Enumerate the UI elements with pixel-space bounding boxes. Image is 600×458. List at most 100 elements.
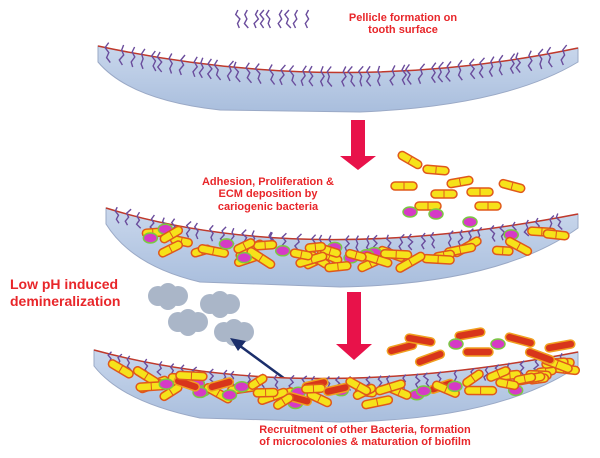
rod-bacterium: [397, 150, 423, 170]
pellicle-fiber: [398, 233, 405, 251]
pellicle-fiber: [277, 9, 283, 29]
pellicle-fiber: [365, 65, 372, 87]
pellicle-fiber: [288, 65, 297, 86]
pellicle-fiber: [401, 64, 408, 86]
coccus-bacterium: [415, 385, 432, 397]
pellicle-fiber: [234, 9, 241, 29]
pellicle-fiber: [498, 54, 504, 76]
rod-bacterium: [474, 201, 502, 211]
rod-bacterium: [486, 366, 511, 382]
rod-bacterium: [197, 244, 230, 258]
pellicle-fiber: [429, 231, 436, 249]
pellicle-fiber: [519, 360, 525, 376]
pellicle-fiber: [130, 46, 136, 68]
coccus-bacterium: [490, 338, 506, 350]
rod-bacterium: [414, 349, 446, 367]
pellicle-fiber: [523, 219, 530, 237]
rod-bacterium: [289, 248, 313, 261]
cloud-shape: [148, 283, 188, 310]
pellicle-fiber: [344, 235, 351, 252]
coccus-bacterium: [236, 251, 252, 264]
rod-bacterium: [504, 236, 533, 256]
free-bacteria-cluster: [390, 150, 526, 228]
pellicle-fiber: [445, 60, 452, 82]
adhesion-label-line-2: ECM deposition by: [218, 188, 318, 201]
pellicle-fiber: [560, 44, 568, 66]
coccus-bacterium: [274, 245, 291, 257]
pellicle-fiber: [304, 9, 310, 29]
pellicle-fiber: [192, 56, 199, 78]
coccus-bacterium: [447, 380, 463, 393]
pellicle-fiber: [414, 373, 421, 389]
pellicle-fiber: [185, 220, 192, 238]
pellicle-fiber: [114, 206, 120, 224]
rod-bacterium: [107, 359, 134, 379]
pellicle-fiber: [376, 65, 381, 87]
pellicle-fiber: [430, 62, 437, 84]
pellicle-fiber: [273, 374, 279, 390]
pellicle-fiber: [279, 64, 286, 86]
coccus-bacterium: [142, 232, 159, 244]
rod-bacterium: [491, 245, 514, 256]
low-ph-label-line-1: Low pH induced: [10, 276, 119, 292]
pellicle-fiber: [417, 63, 426, 85]
pellicle-fiber: [509, 53, 516, 74]
coccus-bacterium: [221, 389, 238, 401]
pellicle-fiber: [478, 57, 486, 79]
recruitment-label-line-1: Recruitment of other Bacteria, formation: [259, 424, 471, 436]
rod-bacterium: [542, 229, 570, 241]
pellicle-fiber: [156, 51, 163, 73]
coccus-bacterium: [428, 208, 444, 220]
rod-bacterium: [430, 189, 458, 199]
pellicle-fiber: [341, 66, 347, 87]
pellicle-label-line-2: tooth surface: [368, 24, 438, 37]
rod-bacterium: [454, 327, 486, 341]
rod-bacterium: [421, 253, 455, 265]
cloud-shape: [200, 291, 240, 318]
pellicle-fiber: [245, 62, 253, 84]
pellicle-fiber: [292, 9, 299, 29]
pellicle-fiber: [527, 50, 533, 72]
pellicle-fiber: [365, 235, 371, 252]
rod-bacterium: [247, 373, 268, 390]
pellicle-fiber: [288, 374, 295, 390]
coccus-bacterium: [234, 380, 250, 393]
pellicle-fiber: [347, 65, 356, 87]
pellicle-fiber: [265, 9, 272, 29]
pellicle-fiber: [355, 235, 360, 252]
pellicle-fiber: [168, 53, 173, 74]
recruitment-label: Recruitment of other Bacteria, formation…: [150, 424, 580, 449]
pellicle-fiber: [268, 64, 276, 85]
rod-bacterium: [466, 187, 494, 197]
adhesion-label: Adhesion, Proliferation & ECM deposition…: [168, 176, 368, 213]
demineralization-clouds: [148, 283, 254, 346]
pellicle-fibers-legend: [234, 9, 310, 29]
pellicle-fiber: [206, 58, 213, 80]
rod-bacterium: [379, 249, 413, 260]
pellicle-fiber: [208, 224, 214, 242]
low-ph-label: Low pH induced demineralization: [10, 276, 160, 309]
adhesion-label-line-3: cariogenic bacteria: [217, 200, 319, 213]
rod-bacterium: [301, 383, 326, 394]
pellicle-fiber: [259, 9, 265, 29]
pellicle-fiber: [178, 54, 186, 76]
pellicle-fiber: [437, 61, 444, 83]
rod-bacterium: [462, 369, 484, 388]
rod-bacterium: [462, 347, 494, 357]
pellicle-fiber: [326, 66, 333, 87]
pellicle-fiber: [193, 222, 199, 240]
low-ph-label-line-2: demineralization: [10, 292, 121, 309]
coccus-bacterium: [218, 238, 235, 250]
rod-bacterium: [345, 248, 367, 262]
pellicle-fiber: [226, 60, 235, 82]
pellicle-fiber: [156, 360, 163, 376]
rod-bacterium: [495, 377, 520, 391]
incoming-bacteria-cluster: [386, 327, 576, 367]
rod-bacterium: [414, 201, 442, 211]
pellicle-fiber: [319, 66, 325, 87]
pellicle-fiber: [405, 63, 412, 85]
rod-bacterium: [390, 181, 418, 191]
pellicle-fiber: [407, 233, 414, 251]
rod-bacterium: [374, 379, 406, 396]
